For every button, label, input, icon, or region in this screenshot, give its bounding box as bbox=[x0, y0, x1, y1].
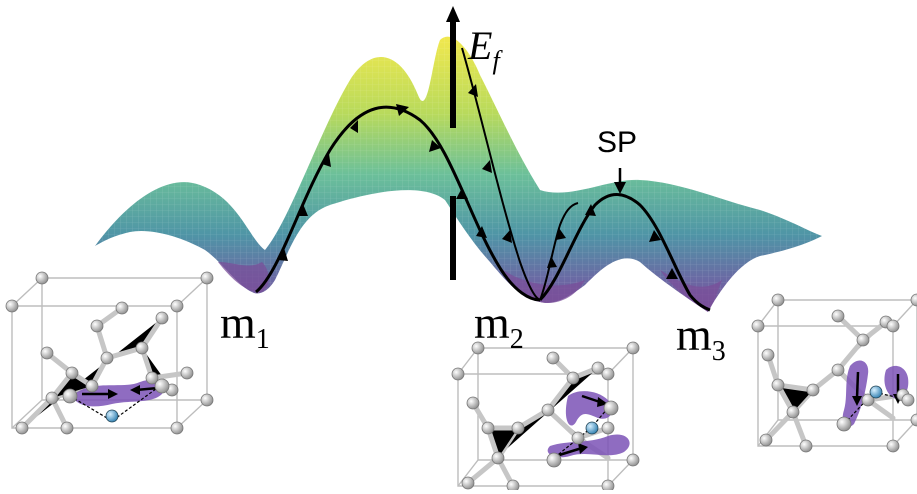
saddle-point-arrow bbox=[614, 168, 626, 194]
crystal-cell-m3 bbox=[751, 293, 917, 453]
path-m2-to-m3 bbox=[538, 193, 711, 312]
energy-axis-label: Ef bbox=[468, 23, 500, 76]
energy-axis bbox=[446, 6, 460, 280]
valley-m3-shading bbox=[660, 270, 722, 312]
saddle-point-label: SP bbox=[597, 126, 638, 159]
path-m1-to-m2 bbox=[255, 105, 541, 302]
minimum-m3-label: m3 bbox=[676, 309, 726, 368]
dopant-atom-m3 bbox=[869, 385, 883, 399]
valley-m1-shading bbox=[218, 262, 269, 293]
path-m2-branch bbox=[539, 202, 579, 301]
path-arrows bbox=[278, 84, 678, 279]
crystal-cell-m1 bbox=[5, 271, 214, 435]
defect-lobe-m3a bbox=[842, 360, 869, 427]
crystal-cell-m2 bbox=[451, 341, 640, 493]
dopant-atom-m1 bbox=[105, 409, 119, 423]
minimum-m1-label: m1 bbox=[220, 297, 270, 356]
minimum-m2-label: m2 bbox=[474, 297, 524, 356]
energy-surface bbox=[95, 36, 822, 313]
transition-paths bbox=[255, 47, 711, 312]
dopant-atom-m2 bbox=[585, 421, 599, 435]
valley-m2-shading bbox=[500, 268, 585, 304]
